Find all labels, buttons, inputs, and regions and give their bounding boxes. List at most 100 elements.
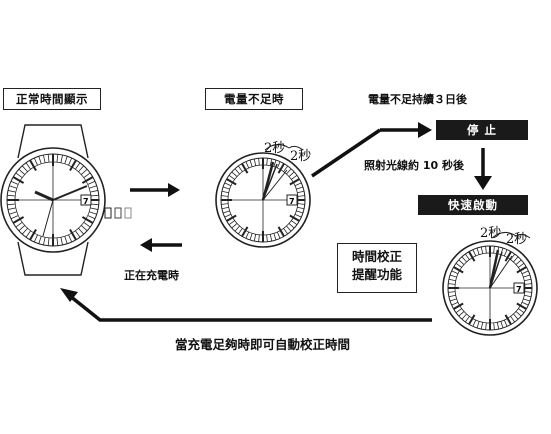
tick-mark [33, 157, 38, 166]
svg-text:7: 7 [289, 197, 295, 206]
tick-mark [245, 231, 250, 239]
tick-mark [503, 319, 508, 327]
tick-mark [222, 186, 230, 190]
tick-mark [453, 266, 464, 274]
tick-mark [516, 266, 527, 274]
tick-mark [297, 206, 305, 210]
fast-move-box: 快速啟動 [418, 195, 528, 215]
tick-mark [510, 316, 516, 323]
tick-mark [224, 213, 232, 218]
tick-mark [464, 316, 470, 323]
tick-mark [25, 162, 31, 170]
stop-label: 停 止 [466, 123, 497, 137]
tick-mark [83, 172, 91, 178]
tick-mark [288, 223, 295, 229]
tick-mark [231, 171, 238, 177]
tick-mark [15, 172, 23, 178]
tick-mark [90, 203, 99, 206]
tick-mark [297, 195, 305, 197]
tick-mark [480, 246, 484, 254]
auto-correct-label: 當充電足夠時即可自動校正時間 [175, 337, 351, 352]
tick-mark [288, 171, 295, 177]
tick-mark [228, 220, 235, 226]
tick-mark [472, 249, 477, 257]
tick-mark [273, 159, 277, 167]
tick-mark [515, 311, 522, 317]
tick-mark [455, 262, 462, 268]
tick-mark [7, 207, 16, 210]
tick-mark [78, 165, 85, 173]
tick-mark [38, 236, 42, 244]
tick-mark [286, 168, 292, 175]
tick-mark [448, 278, 456, 282]
tick-mark [510, 253, 516, 260]
arrow-down-icon [474, 148, 492, 190]
tick-mark [249, 159, 253, 167]
time-correct-box: 時間校正 提醒功能 [337, 243, 417, 293]
arrow-right-icon [311, 122, 432, 178]
tick-mark [276, 161, 281, 169]
tick-mark [234, 225, 240, 232]
tick-mark [89, 211, 97, 215]
tick-mark [269, 158, 273, 166]
tick-mark [266, 158, 268, 166]
tick-mark [476, 321, 480, 329]
arrow-right-icon [130, 183, 180, 197]
wristwatch-icon: 7 [0, 124, 132, 276]
tick-mark [253, 158, 257, 166]
tick-mark [221, 203, 229, 205]
svg-text:7: 7 [516, 285, 522, 294]
tick-mark [451, 301, 459, 306]
tick-mark [81, 176, 94, 184]
tick-mark [496, 322, 500, 330]
tick-mark [237, 165, 243, 172]
tick-mark [468, 251, 476, 262]
tick-mark [69, 228, 77, 241]
tick-mark [448, 283, 456, 285]
tick-mark [38, 156, 42, 164]
tick-mark [504, 314, 512, 325]
tick-mark [43, 154, 46, 163]
tick-mark [524, 283, 532, 285]
tick-mark [68, 234, 73, 243]
tick-mark [12, 176, 25, 184]
tick-mark [64, 236, 68, 244]
tick-mark [43, 237, 46, 246]
tick-mark [269, 234, 273, 242]
tick-mark [7, 203, 16, 206]
tick-mark [513, 313, 519, 320]
tick-mark [289, 178, 300, 186]
tick-mark [56, 154, 59, 163]
tick-mark [524, 294, 532, 298]
tick-mark [485, 246, 487, 254]
normal-time-box: 正常時間顯示 [3, 88, 101, 110]
tick-mark [521, 270, 529, 275]
tick-mark [90, 190, 99, 193]
tick-mark [448, 291, 456, 293]
tick-mark [283, 228, 289, 235]
tick-mark [18, 168, 26, 175]
tick-mark [297, 190, 305, 194]
tick-mark [258, 234, 260, 242]
tick-mark [451, 270, 459, 275]
tick-mark [83, 222, 91, 228]
two-sec-label: 2秒 [264, 141, 286, 156]
tick-mark [461, 256, 467, 263]
tick-mark [296, 210, 304, 214]
tick-mark [493, 322, 495, 330]
tick-mark [75, 230, 81, 238]
watch-face-icon: 7 [442, 232, 538, 336]
tick-mark [241, 226, 249, 237]
tick-mark [56, 237, 59, 246]
tick-mark [68, 157, 73, 166]
tick-mark [276, 231, 281, 239]
tick-mark [472, 319, 477, 327]
tick-mark [47, 154, 50, 163]
low-charge-box: 電量不足時 [205, 88, 303, 110]
watch-face-icon: 7 [215, 144, 311, 248]
tick-mark [228, 174, 235, 180]
tick-mark [249, 233, 253, 241]
stop-box: 停 止 [436, 120, 528, 140]
tick-mark [60, 154, 63, 163]
